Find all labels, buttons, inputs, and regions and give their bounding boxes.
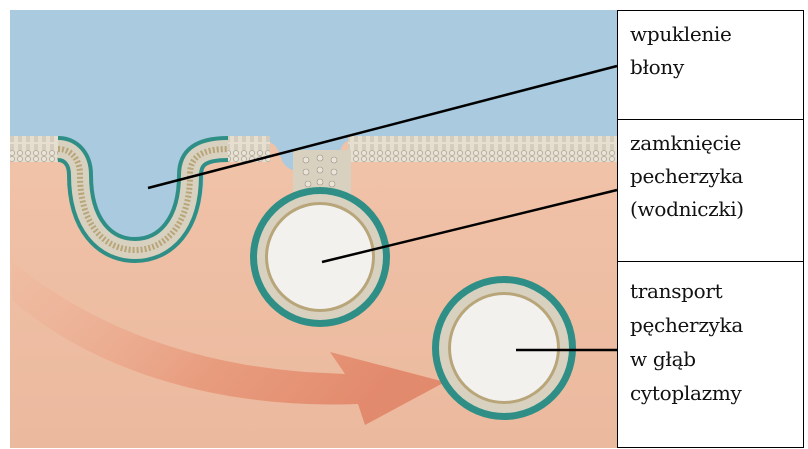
free-vesicle [432, 276, 576, 420]
label-invagination: wpuklenie błony [617, 10, 804, 120]
label-vesicle-closure: zamknięcie pecherzyka (wodniczki) [617, 120, 804, 262]
label-vesicle-transport: transport pęcherzyka w głąb cytoplazmy [617, 262, 804, 448]
